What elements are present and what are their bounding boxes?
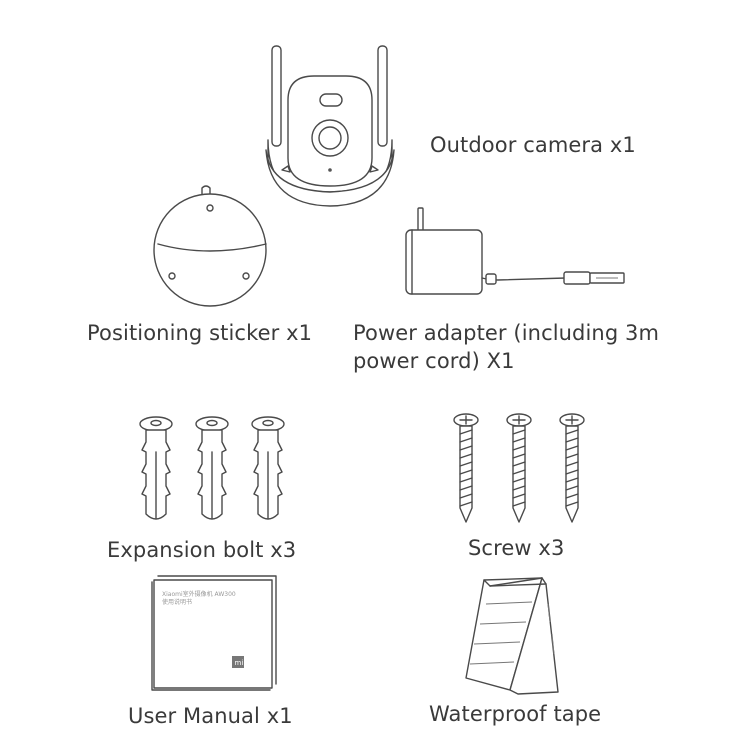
adapter-label-line2: power cord) X1 [353, 349, 515, 373]
manual-cover-line2: 使用说明书 [162, 598, 192, 606]
adapter-label-line1: Power adapter (including 3m [353, 321, 660, 345]
screw-label: Screw x3 [468, 536, 565, 560]
camera-label: Outdoor camera x1 [430, 133, 636, 157]
expansion-bolt-icon [132, 410, 302, 530]
bolt-label: Expansion bolt x3 [107, 538, 297, 562]
sticker-label: Positioning sticker x1 [87, 321, 313, 345]
waterproof-tape-icon [462, 574, 592, 696]
outdoor-camera-icon [260, 40, 400, 210]
positioning-sticker-icon [148, 184, 274, 310]
mi-logo: mi [235, 659, 244, 667]
manual-cover-line1: Xiaomi室外摄像机 AW300 [162, 590, 236, 598]
tape-label: Waterproof tape [429, 702, 602, 726]
user-manual-icon: Xiaomi室外摄像机 AW300 使用说明书 mi [150, 574, 280, 694]
power-adapter-icon [398, 206, 638, 302]
screw-icon [448, 410, 598, 528]
manual-label: User Manual x1 [128, 704, 293, 728]
